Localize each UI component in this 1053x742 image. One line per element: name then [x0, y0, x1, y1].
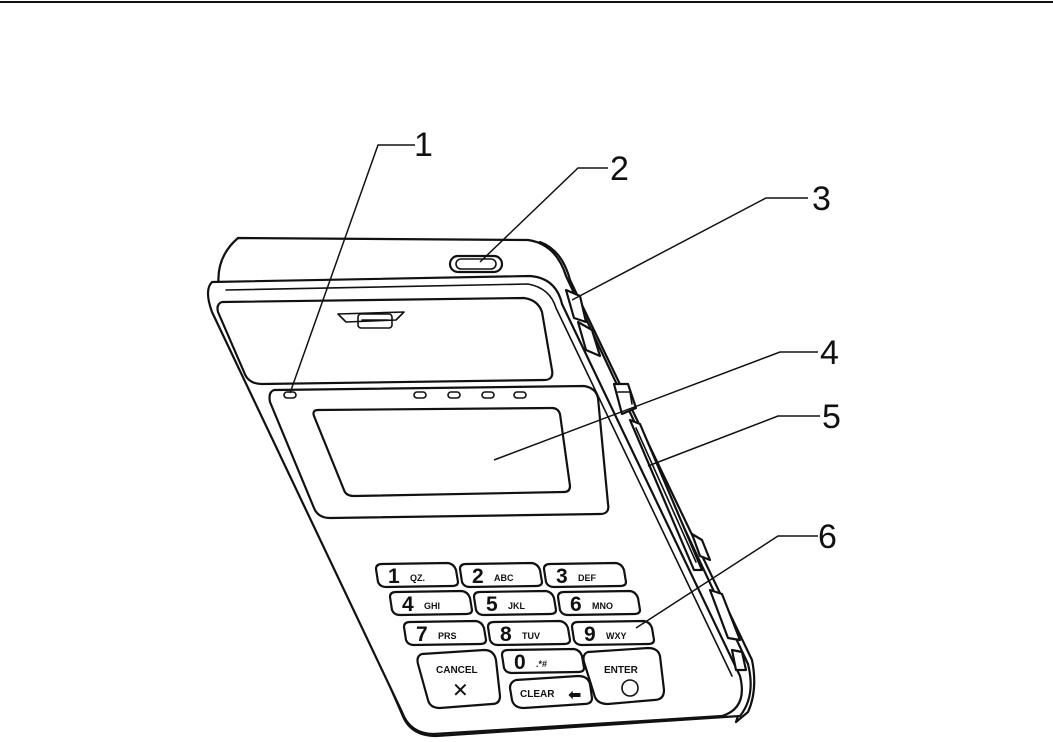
leader-3 [572, 198, 808, 300]
key-1[interactable]: 1 QZ. [376, 563, 458, 588]
key-4-letters: GHI [424, 601, 440, 611]
key-0[interactable]: 0 .*# [502, 649, 584, 674]
callout-6: 6 [818, 518, 837, 556]
key-3-digit: 3 [556, 565, 568, 588]
leader-5 [648, 416, 820, 466]
key-1-letters: QZ. [410, 573, 425, 583]
key-5-digit: 5 [486, 593, 498, 616]
card-reader-window [218, 298, 553, 384]
key-4-digit: 4 [402, 593, 414, 616]
key-6-digit: 6 [570, 593, 582, 616]
key-6[interactable]: 6 MNO [558, 591, 640, 616]
enter-key[interactable]: ENTER [584, 648, 665, 704]
key-9-digit: 9 [584, 623, 596, 646]
clear-key[interactable]: CLEAR ⬅ [510, 676, 592, 708]
key-3[interactable]: 3 DEF [544, 563, 626, 588]
callout-5: 5 [822, 398, 841, 436]
lcd-screen [314, 408, 571, 496]
clear-key-label: CLEAR [520, 689, 555, 700]
callout-1: 1 [414, 126, 433, 164]
key-5[interactable]: 5 JKL [474, 591, 556, 616]
key-9-letters: WXY [606, 631, 627, 641]
key-4[interactable]: 4 GHI [390, 591, 472, 616]
key-1-digit: 1 [388, 565, 400, 588]
x-icon: ✕ [452, 678, 469, 702]
key-8-digit: 8 [500, 623, 512, 646]
key-6-letters: MNO [592, 601, 613, 611]
key-0-letters: .*# [536, 659, 547, 669]
key-2-letters: ABC [494, 573, 514, 583]
backspace-arrow-icon: ⬅ [568, 685, 581, 704]
key-3-letters: DEF [578, 573, 597, 583]
cancel-key[interactable]: CANCEL ✕ [418, 650, 501, 708]
key-7-letters: PRS [438, 631, 457, 641]
key-7-digit: 7 [416, 623, 428, 646]
callout-4: 4 [820, 334, 839, 372]
key-7[interactable]: 7 PRS [404, 621, 486, 646]
callout-2: 2 [610, 150, 629, 188]
callout-3: 3 [812, 180, 831, 218]
key-0-digit: 0 [514, 651, 526, 674]
key-2[interactable]: 2 ABC [460, 563, 542, 588]
key-2-digit: 2 [472, 565, 484, 588]
key-5-letters: JKL [508, 601, 526, 611]
key-8-letters: TUV [522, 631, 540, 641]
key-8[interactable]: 8 TUV [488, 621, 570, 646]
cancel-key-label: CANCEL [436, 665, 478, 676]
enter-key-label: ENTER [604, 665, 639, 676]
